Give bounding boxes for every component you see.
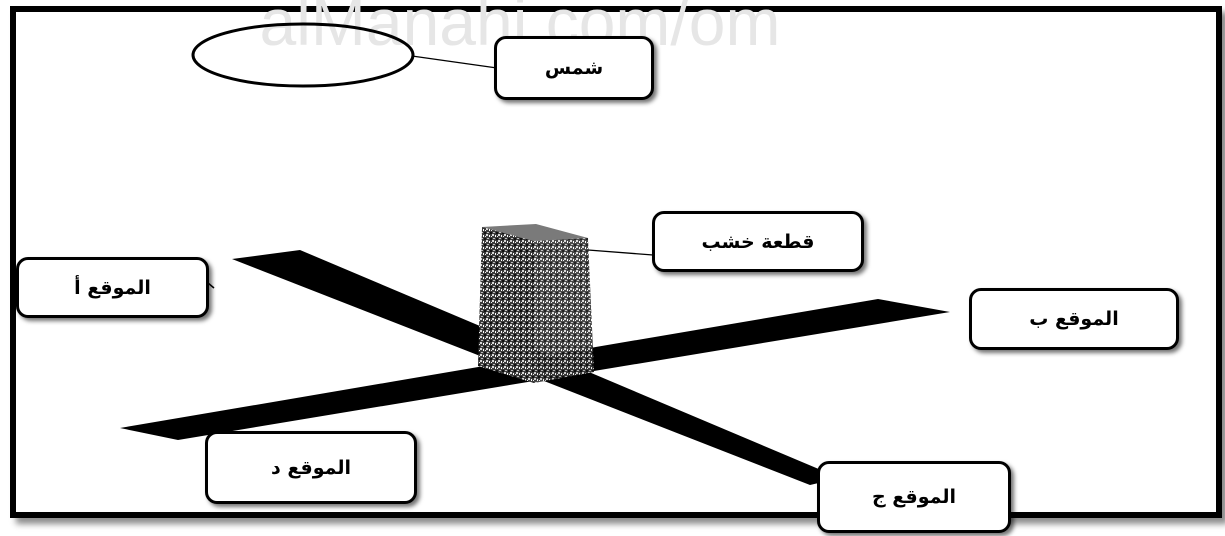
position-c-label: الموقع ج <box>817 461 1011 533</box>
position-a-tick <box>207 282 215 289</box>
position-d-label: الموقع د <box>205 431 417 504</box>
wood-block-front <box>478 227 534 383</box>
wood-block-side <box>534 238 594 383</box>
wood-block-top <box>482 224 588 241</box>
position-a-label: الموقع أ <box>16 257 209 318</box>
sun-label: شمس <box>494 36 654 100</box>
position-b-label: الموقع ب <box>969 288 1179 350</box>
wood-block-label: قطعة خشب <box>652 211 864 272</box>
sun-ellipse <box>191 22 415 88</box>
sun-connector <box>411 55 498 69</box>
wood-block-connector <box>587 249 654 256</box>
